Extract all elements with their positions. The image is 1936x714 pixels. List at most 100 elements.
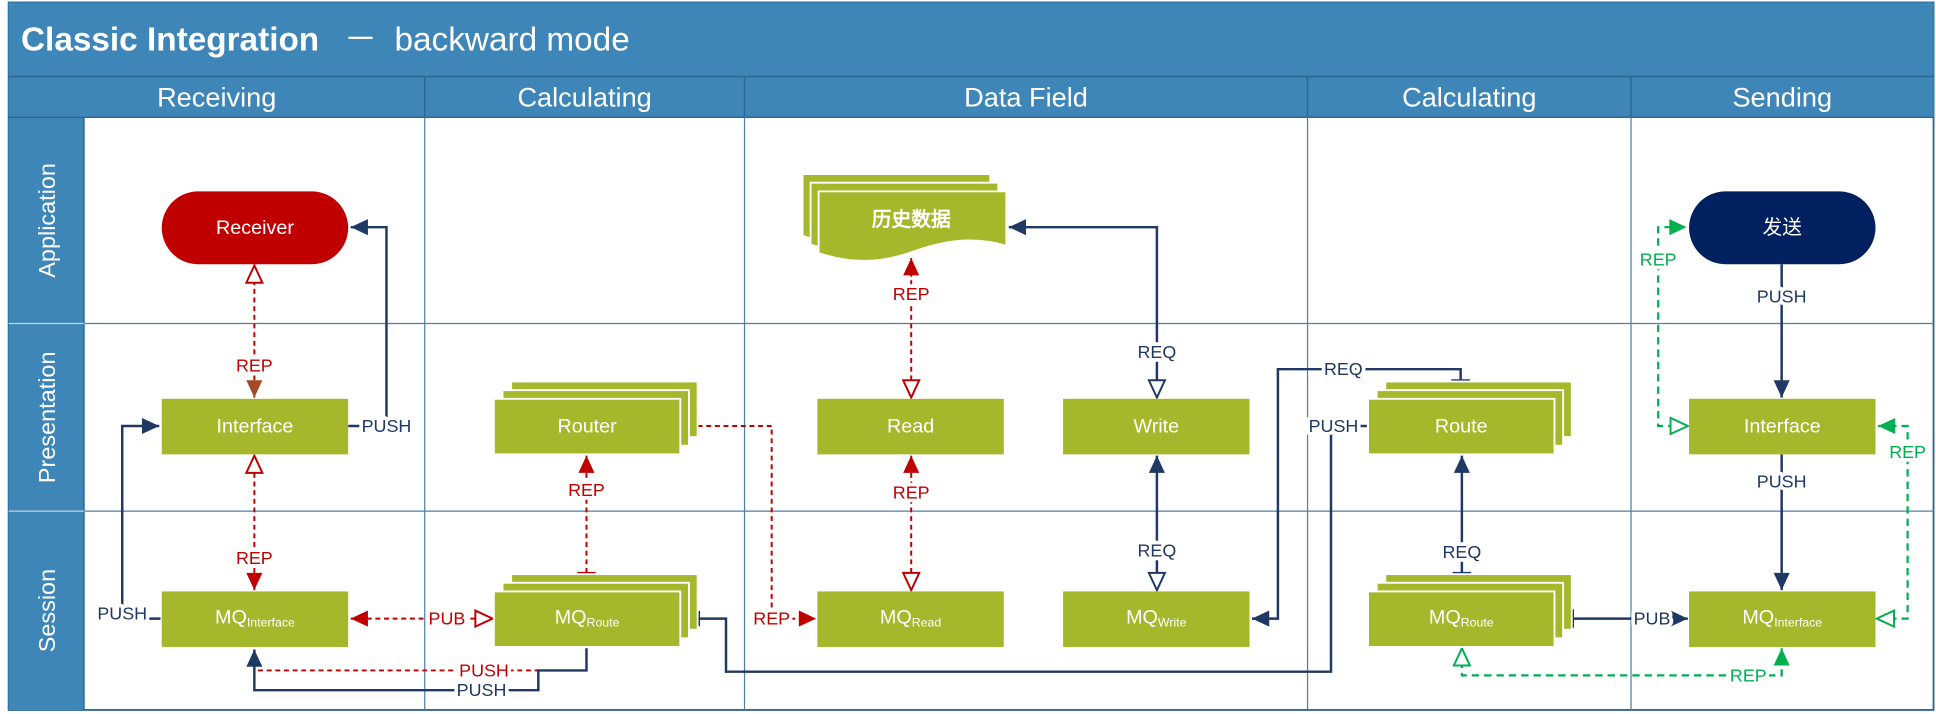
- calc1-mq-route-label: MQRoute: [555, 606, 620, 629]
- row-label-application: Application: [34, 163, 60, 278]
- calc1-mq-route-node: MQRoute: [492, 573, 699, 648]
- receiving-interface-node: Interface: [161, 398, 349, 455]
- title-bar: [8, 2, 1934, 77]
- link-label: PUSH: [1309, 416, 1359, 436]
- calc2-mq-route-label: MQRoute: [1429, 606, 1494, 629]
- link-label: REQ: [1138, 342, 1177, 362]
- write-node: Write: [1063, 398, 1250, 455]
- router-node: Router: [492, 380, 699, 456]
- send-node: 发送: [1689, 191, 1876, 265]
- mq-subscript: Write: [1158, 615, 1187, 629]
- link-label: REP: [1889, 442, 1926, 462]
- history-data-label: 历史数据: [872, 208, 951, 231]
- sending-interface-label: Interface: [1744, 416, 1821, 438]
- link-label: REQ: [1324, 359, 1363, 379]
- link-label: PUSH: [459, 660, 509, 680]
- link-label: REP: [1730, 665, 1767, 685]
- read-node: Read: [817, 398, 1004, 455]
- mq-subscript: Read: [912, 615, 942, 629]
- link-rep-interface-send: [1657, 219, 1691, 436]
- link-label: REP: [893, 284, 930, 304]
- mq-base: MQ: [1126, 606, 1158, 628]
- column-header-row: [8, 76, 1934, 118]
- history-doc-front: [817, 190, 1008, 262]
- receiving-interface-label: Interface: [217, 416, 294, 438]
- mq-read-box: [817, 591, 1004, 647]
- connectors: [121, 219, 1909, 692]
- row-label-session: Session: [34, 569, 60, 652]
- title-sub: backward mode: [394, 22, 629, 59]
- column-header-sending: Sending: [1732, 81, 1832, 112]
- mq-subscript: Interface: [1774, 615, 1822, 629]
- mq-base: MQ: [555, 606, 587, 628]
- link-label: REQ: [1442, 542, 1481, 562]
- mq-subscript: Route: [1461, 615, 1494, 629]
- diagram-title: Classic Integration－backward mode: [21, 22, 630, 59]
- link-label: REP: [1640, 249, 1677, 269]
- router-label: Router: [557, 416, 617, 438]
- link-label: REP: [753, 609, 790, 629]
- link-label: REP: [236, 548, 273, 568]
- title-main: Classic Integration: [21, 22, 319, 59]
- mq-read-label: MQRead: [880, 606, 941, 629]
- link-push-interface-receiver: [348, 219, 388, 428]
- column-header-data-field: Data Field: [964, 81, 1088, 112]
- read-label: Read: [887, 416, 934, 438]
- calc2-mq-route-node: MQRoute: [1367, 573, 1573, 648]
- send-shape: [1689, 191, 1876, 265]
- route-node: Route: [1367, 380, 1573, 456]
- sending-mq-interface-node: MQInterface: [1689, 591, 1876, 647]
- router-stack-front: [492, 397, 682, 456]
- write-label: Write: [1133, 416, 1179, 438]
- mq-subscript: Route: [587, 615, 620, 629]
- write-box: [1063, 398, 1250, 455]
- link-rep-router-mqread: [677, 416, 817, 627]
- sending-mq-interface-label: MQInterface: [1742, 606, 1822, 629]
- read-box: [817, 398, 1004, 455]
- calc2-mq-route-stack-front: [1367, 590, 1556, 648]
- sending-mq-interface-box: [1689, 591, 1876, 647]
- row-label-presentation: Presentation: [34, 352, 60, 484]
- receiving-mq-interface-label: MQInterface: [215, 606, 295, 629]
- link-req-route-mqwrite: [1251, 367, 1471, 627]
- mq-base: MQ: [215, 606, 247, 628]
- receiving-mq-interface-node: MQInterface: [161, 591, 349, 647]
- mq-read-node: MQRead: [817, 591, 1004, 647]
- link-label: REQ: [1138, 541, 1177, 561]
- link-rep-mqroute-mqinterface-send: [1452, 645, 1790, 677]
- mq-write-node: MQWrite: [1063, 591, 1250, 647]
- sending-interface-box: [1689, 398, 1876, 455]
- column-headers: Receiving Calculating Data Field Calcula…: [157, 81, 1832, 112]
- link-label: PUSH: [97, 604, 147, 624]
- receiving-interface-box: [161, 398, 349, 455]
- calc1-mq-route-stack-front: [492, 590, 682, 648]
- link-label: REP: [893, 483, 930, 503]
- mq-subscript: Interface: [247, 615, 295, 629]
- link-req-write-history: [1008, 219, 1167, 400]
- column-header-calculating-1: Calculating: [517, 81, 651, 112]
- link-label: PUSH: [1757, 472, 1807, 492]
- link-label: REP: [568, 480, 605, 500]
- receiver-node: Receiver: [161, 191, 349, 265]
- link-label: PUSH: [457, 680, 507, 700]
- column-header-receiving: Receiving: [157, 81, 276, 112]
- receiver-shape: [161, 191, 349, 265]
- mq-base: MQ: [880, 606, 912, 628]
- link-label: REP: [236, 355, 273, 375]
- send-label: 发送: [1763, 217, 1803, 239]
- row-labels: Application Presentation Session: [34, 163, 60, 652]
- link-push-mq-interface: [121, 417, 161, 620]
- receiving-mq-interface-box: [161, 591, 349, 647]
- connector-labels: REP REP PUSH PUSH PUB PUSH PUSH REP REP …: [94, 246, 1930, 704]
- row-label-column: [8, 117, 84, 710]
- sending-interface-node: Interface: [1689, 398, 1876, 455]
- history-data-node: 历史数据: [801, 173, 1008, 262]
- link-push-mqroute-mqinterface: [246, 648, 588, 692]
- link-push-route-mqroute: [682, 424, 1367, 673]
- mq-base: MQ: [1429, 606, 1461, 628]
- mq-base: MQ: [1742, 606, 1774, 628]
- receiver-label: Receiver: [216, 217, 294, 239]
- link-label: PUSH: [1757, 286, 1807, 306]
